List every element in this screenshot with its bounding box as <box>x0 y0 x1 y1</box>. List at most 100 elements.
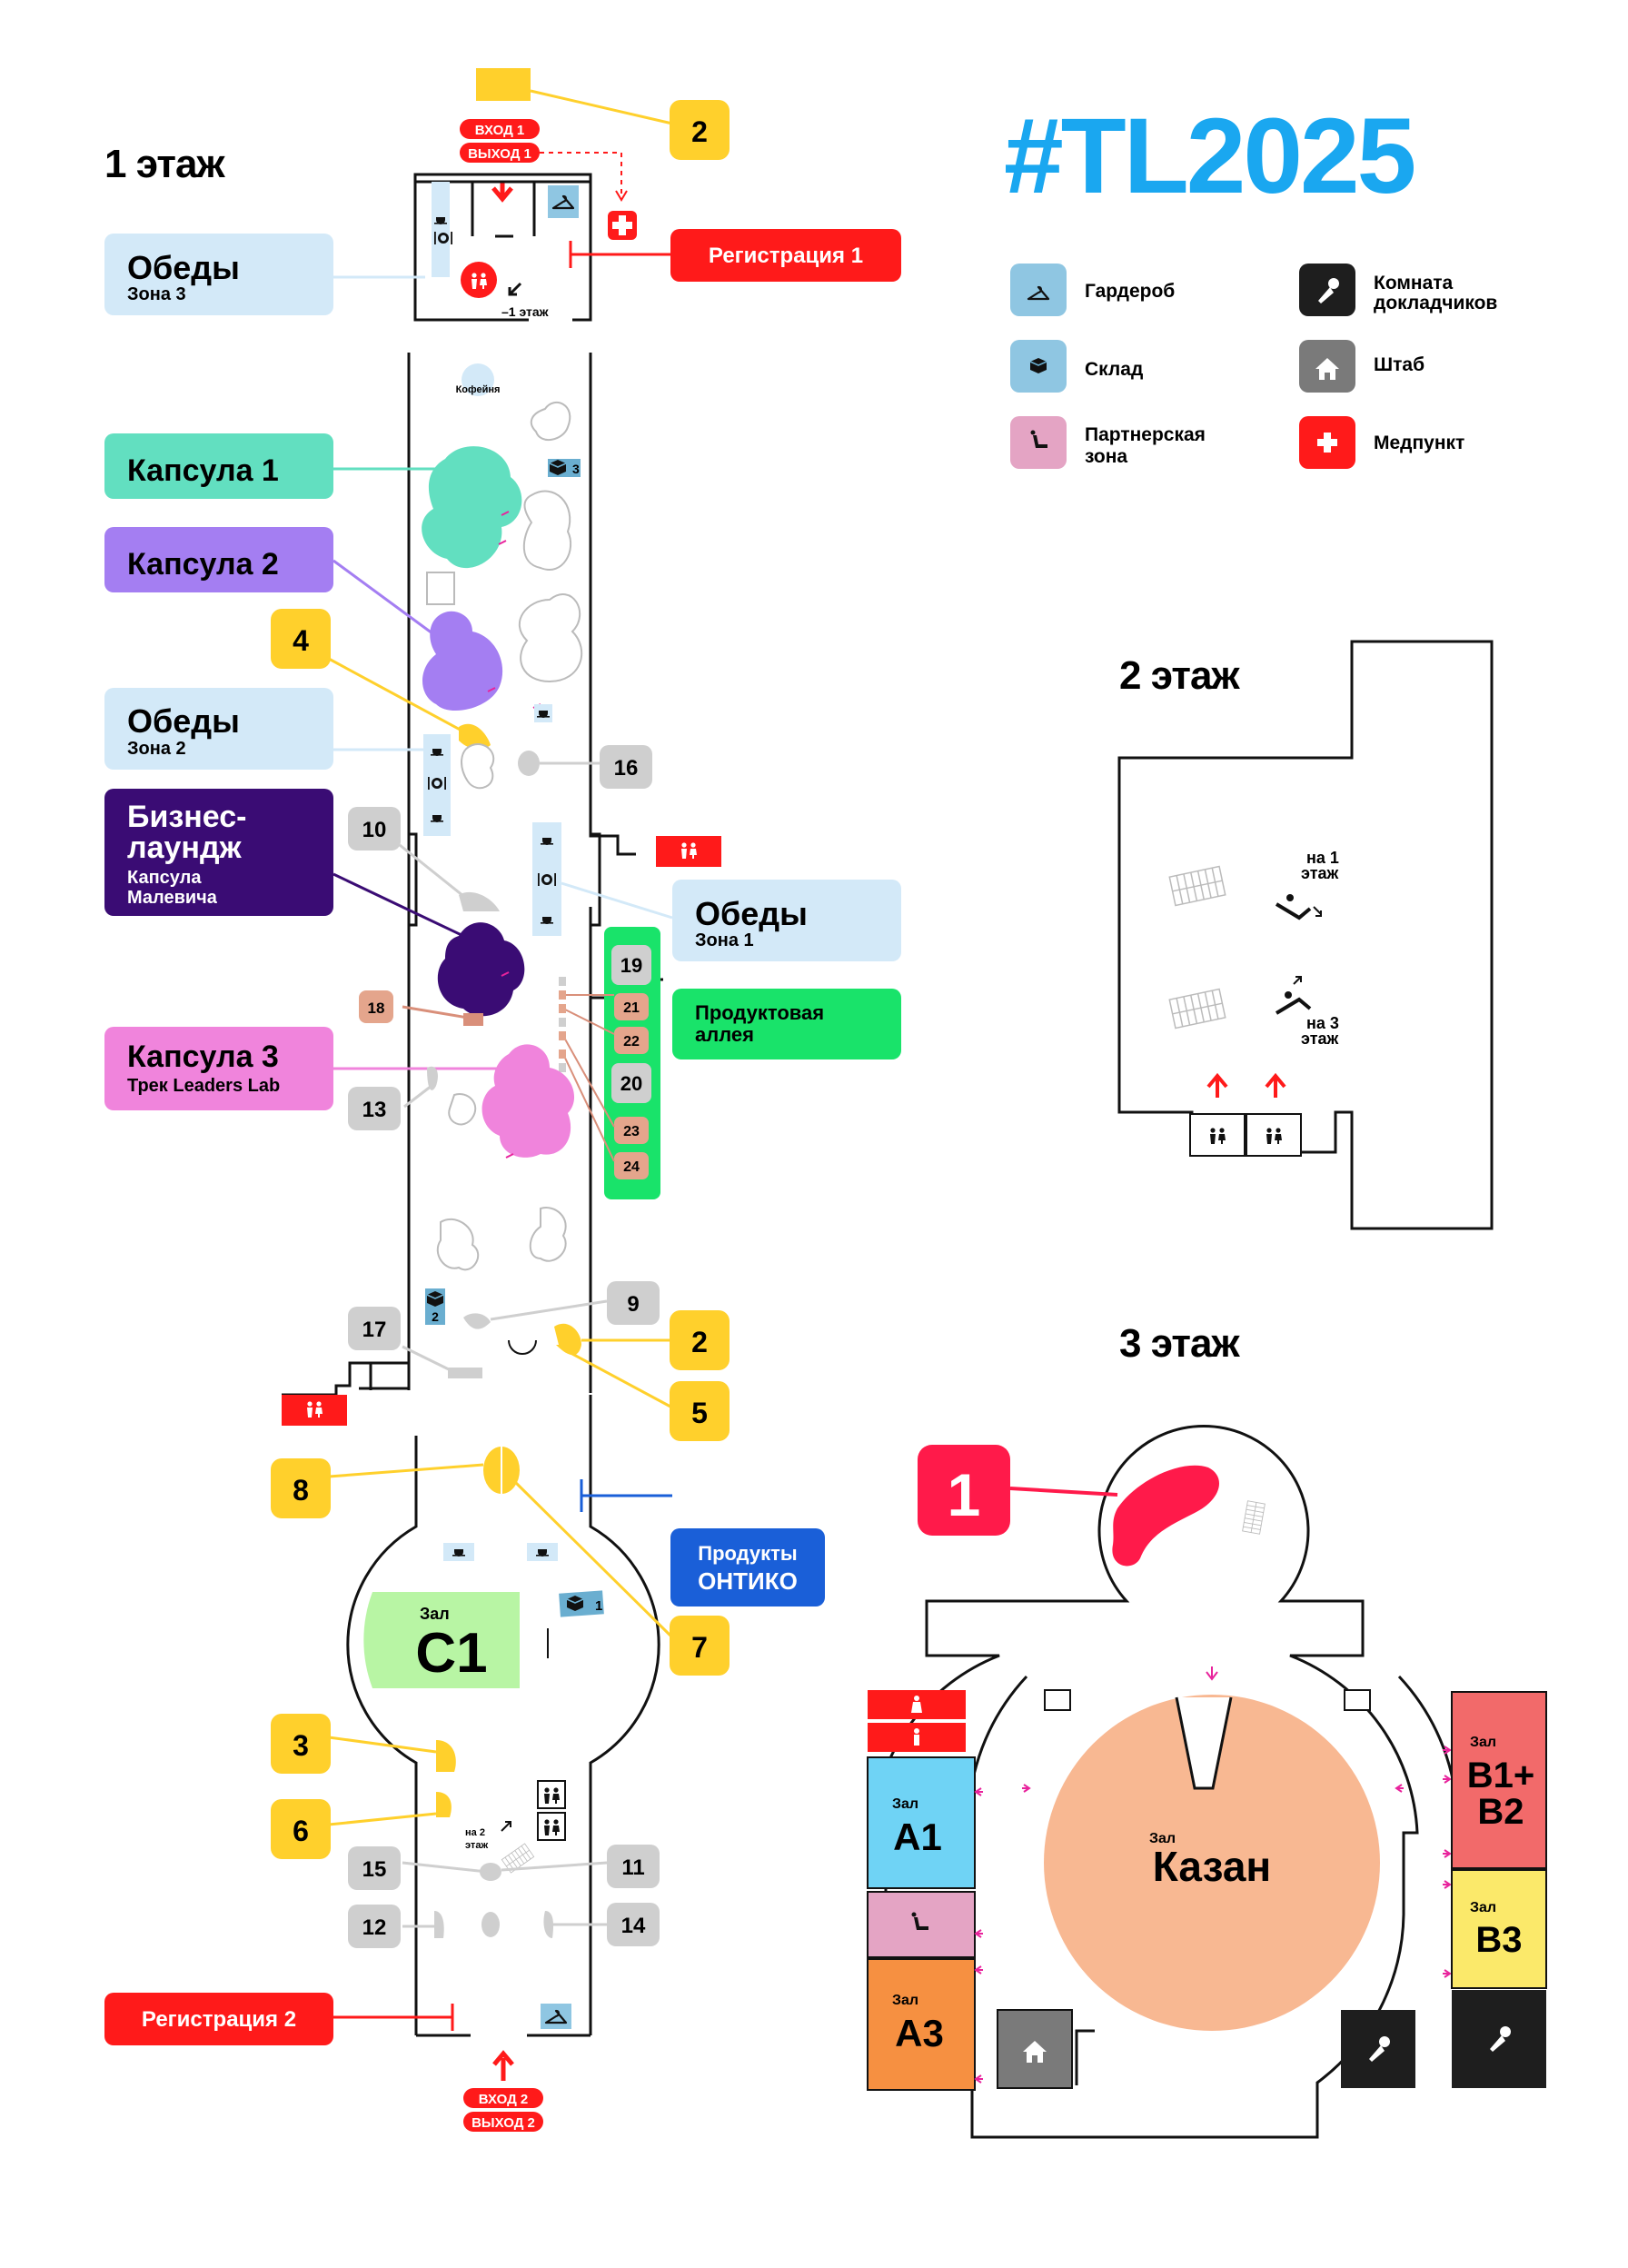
badge-17[interactable]: 17 <box>348 1307 401 1350</box>
floor2-restrooms <box>1189 1113 1302 1157</box>
svg-text:ВЫХОД 1: ВЫХОД 1 <box>468 146 531 162</box>
svg-text:Капсула: Капсула <box>127 868 202 888</box>
svg-text:аллея: аллея <box>695 1023 754 1046</box>
badge-3[interactable]: 3 <box>271 1714 331 1774</box>
business-lounge-label[interactable]: Бизнес- лаундж Капсула Малевича <box>104 789 333 916</box>
svg-text:Регистрация 2: Регистрация 2 <box>142 2007 296 2032</box>
alley-badge-22[interactable]: 22 <box>614 1027 649 1054</box>
alley-badge-23[interactable]: 23 <box>614 1117 649 1144</box>
business-lounge-area[interactable] <box>437 922 525 1017</box>
hq-floor3[interactable] <box>997 2009 1073 2089</box>
svg-text:Зона 1: Зона 1 <box>695 930 754 950</box>
alley-badge-19[interactable]: 19 <box>611 945 651 985</box>
hall-kazan[interactable]: Зал Казан <box>1044 1695 1380 2031</box>
product-alley-label[interactable]: Продуктовая аллея <box>672 989 901 1059</box>
badge-12[interactable]: 12 <box>348 1905 401 1948</box>
svg-text:2: 2 <box>691 115 708 148</box>
badge-16[interactable]: 16 <box>600 745 652 789</box>
svg-text:Зал: Зал <box>1470 1900 1496 1915</box>
badge-2-top[interactable]: 2 <box>670 100 730 160</box>
badge-6[interactable]: 6 <box>271 1799 331 1859</box>
svg-text:6: 6 <box>293 1815 309 1847</box>
svg-text:на 1: на 1 <box>1306 849 1339 867</box>
svg-text:Комната: Комната <box>1374 273 1454 293</box>
capsule-3-label[interactable]: Капсула 3 Трек Leaders Lab <box>104 1027 333 1110</box>
legend-wardrobe: Гардероб <box>1010 264 1175 316</box>
svg-text:Продуктовая: Продуктовая <box>695 1001 824 1024</box>
svg-text:Обеды: Обеды <box>695 895 808 932</box>
capsule-2-area[interactable] <box>422 611 503 711</box>
svg-text:1: 1 <box>595 1598 602 1614</box>
svg-text:11: 11 <box>621 1855 644 1880</box>
svg-text:9: 9 <box>627 1292 639 1317</box>
capsule-1-area[interactable] <box>422 446 522 569</box>
svg-text:15: 15 <box>362 1857 387 1882</box>
hall-b3[interactable]: Зал B3 <box>1451 1869 1547 1989</box>
restroom-floor3-2 <box>868 1723 966 1752</box>
hall-a3[interactable]: Зал A3 <box>867 1958 976 2091</box>
storage-3: 3 <box>548 459 581 477</box>
svg-text:18: 18 <box>368 1000 385 1017</box>
badge-4[interactable]: 4 <box>271 609 331 669</box>
lunch-zone-3-label: Обеды Зона 3 <box>104 234 333 315</box>
alley-badge-21[interactable]: 21 <box>614 993 649 1020</box>
svg-text:5: 5 <box>691 1397 708 1429</box>
capsule-3-area[interactable] <box>481 1044 575 1158</box>
storage-1: 1 <box>559 1590 604 1617</box>
badge-11[interactable]: 11 <box>607 1845 660 1888</box>
product-alley[interactable]: 19 21 22 20 23 24 <box>604 927 660 1199</box>
svg-text:Склад: Склад <box>1085 359 1143 380</box>
svg-text:Трек Leaders Lab: Трек Leaders Lab <box>127 1076 280 1096</box>
alley-badge-24[interactable]: 24 <box>614 1152 649 1179</box>
badge-7[interactable]: 7 <box>670 1616 730 1676</box>
svg-text:8: 8 <box>293 1474 309 1507</box>
badge-14[interactable]: 14 <box>607 1903 660 1946</box>
badge-5[interactable]: 5 <box>670 1381 730 1441</box>
svg-text:ВХОД 2: ВХОД 2 <box>479 2092 529 2107</box>
svg-text:Зал: Зал <box>892 1796 918 1812</box>
alley-badge-20[interactable]: 20 <box>611 1063 651 1103</box>
svg-text:Бизнес-: Бизнес- <box>127 800 246 834</box>
badge-13[interactable]: 13 <box>348 1087 401 1130</box>
svg-text:B3: B3 <box>1475 1920 1522 1960</box>
capsule-2-label[interactable]: Капсула 2 <box>104 527 333 592</box>
svg-text:Зал: Зал <box>892 1993 918 2008</box>
partner-zone-floor3[interactable] <box>867 1891 976 1958</box>
svg-text:4: 4 <box>293 624 309 657</box>
badge-1-floor3[interactable]: 1 <box>918 1445 1010 1536</box>
svg-text:B2: B2 <box>1477 1792 1524 1832</box>
floor2-title: 2 этаж <box>1119 653 1240 698</box>
svg-text:–1 этаж: –1 этаж <box>501 304 550 319</box>
svg-text:21: 21 <box>623 1000 640 1016</box>
hall-b1-b2[interactable]: Зал B1+ B2 <box>1451 1691 1547 1869</box>
svg-text:13: 13 <box>362 1098 387 1122</box>
entry2-arrow-icon <box>492 2050 514 2081</box>
svg-text:Зона 3: Зона 3 <box>127 284 186 304</box>
svg-text:A1: A1 <box>893 1815 942 1858</box>
svg-text:Штаб: Штаб <box>1374 354 1424 375</box>
hall-a1[interactable]: Зал A1 <box>867 1756 976 1889</box>
badge-2-mid[interactable]: 2 <box>670 1310 730 1370</box>
badge-10[interactable]: 10 <box>348 807 401 850</box>
capsule-1-label[interactable]: Капсула 1 <box>104 433 333 499</box>
speakers-room-1[interactable] <box>1341 2010 1415 2088</box>
svg-text:Капсула 3: Капсула 3 <box>127 1040 279 1074</box>
svg-text:7: 7 <box>691 1631 708 1664</box>
badge-9[interactable]: 9 <box>607 1281 660 1325</box>
svg-text:Зал: Зал <box>1149 1831 1176 1846</box>
badge-8[interactable]: 8 <box>271 1458 331 1518</box>
svg-text:24: 24 <box>623 1159 640 1175</box>
svg-text:этаж: этаж <box>1301 864 1339 882</box>
badge-18[interactable]: 18 <box>359 990 393 1023</box>
svg-text:ВЫХОД 2: ВЫХОД 2 <box>472 2115 535 2131</box>
speakers-room-2[interactable] <box>1452 1990 1546 2088</box>
svg-text:Обеды: Обеды <box>127 249 240 286</box>
svg-text:3: 3 <box>293 1729 309 1762</box>
hall-c1[interactable]: Зал C1 <box>363 1592 520 1688</box>
svg-text:Зал: Зал <box>1470 1735 1496 1750</box>
floor1-title: 1 этаж <box>104 142 225 186</box>
ontico-products-label[interactable]: Продукты ОНТИКО <box>670 1528 825 1606</box>
badge-15[interactable]: 15 <box>348 1846 401 1890</box>
legend-medical: Медпункт <box>1299 416 1464 469</box>
